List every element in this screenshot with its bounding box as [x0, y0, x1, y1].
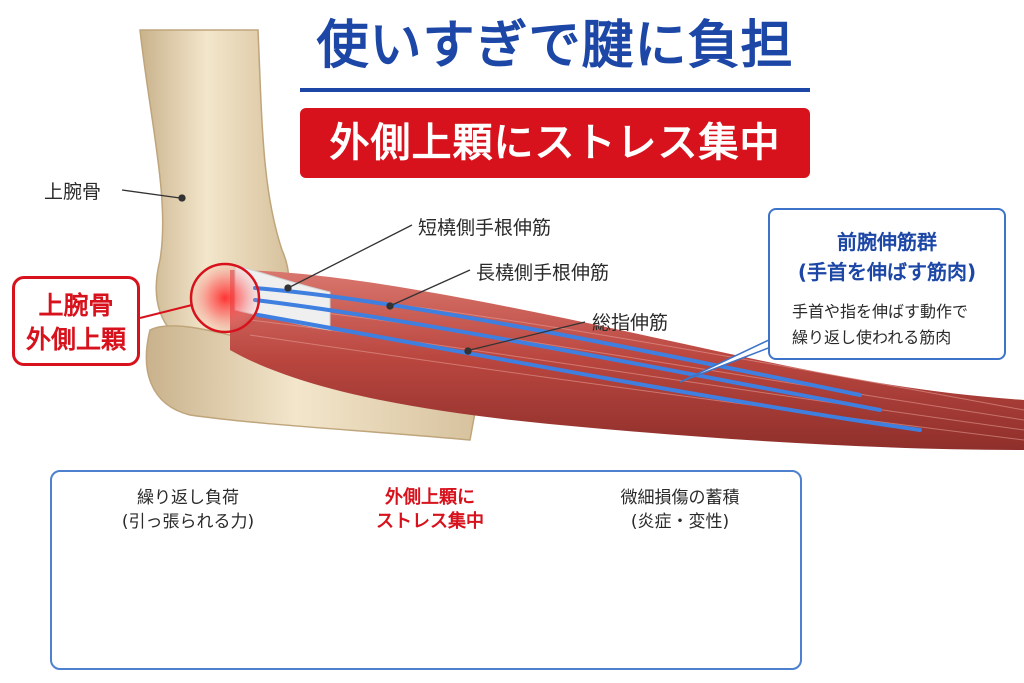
step-3-line1: 微細損傷の蓄積: [620, 488, 740, 508]
step-1-line2: (引っ張られる力): [121, 512, 255, 532]
label-edc: 総指伸筋: [592, 312, 669, 334]
extensor-title-2: (手首を伸ばす筋肉): [797, 260, 977, 284]
label-ecrb: 短橈側手根伸筋: [418, 217, 552, 239]
tendon-lines: [253, 286, 922, 432]
stress-banner: 外側上顆にストレス集中: [300, 108, 810, 178]
extensor-title-1: 前腕伸筋群: [837, 230, 937, 254]
leader-lines: [121, 189, 586, 355]
step-3-line2: (炎症・変性): [630, 512, 730, 532]
step-1-line1: 繰り返し負荷: [137, 488, 239, 508]
progression-panel: 繰り返し負荷 (引っ張られる力) 外側上顆に ストレス集中 微細損傷の蓄積 (炎…: [50, 470, 802, 670]
epicondyle-callout: 上腕骨 外側上顆: [12, 276, 140, 366]
step-2-line1: 外側上顆に: [385, 487, 475, 508]
extensor-desc-1: 手首や指を伸ばす動作で: [792, 302, 969, 321]
step-1-caption: 繰り返し負荷 (引っ張られる力): [88, 486, 288, 534]
epicondyle-line2: 外側上顆: [25, 325, 126, 354]
extensor-desc-2: 繰り返し使われる筋肉: [792, 328, 952, 347]
inflammation-glow-icon: [189, 262, 261, 334]
extensor-callout: 前腕伸筋群 (手首を伸ばす筋肉) 手首や指を伸ばす動作で 繰り返し使われる筋肉: [768, 208, 1006, 360]
title-underline: [300, 88, 810, 92]
page-title: 使いすぎで腱に負担: [316, 16, 794, 76]
epicondyle-line1: 上腕骨: [38, 291, 114, 320]
step-2-line2: ストレス集中: [376, 511, 484, 532]
label-humerus: 上腕骨: [44, 181, 102, 203]
label-ecrl: 長橈側手根伸筋: [476, 262, 610, 284]
step-3-caption: 微細損傷の蓄積 (炎症・変性): [580, 486, 780, 534]
step-2-caption: 外側上顆に ストレス集中: [330, 486, 530, 534]
